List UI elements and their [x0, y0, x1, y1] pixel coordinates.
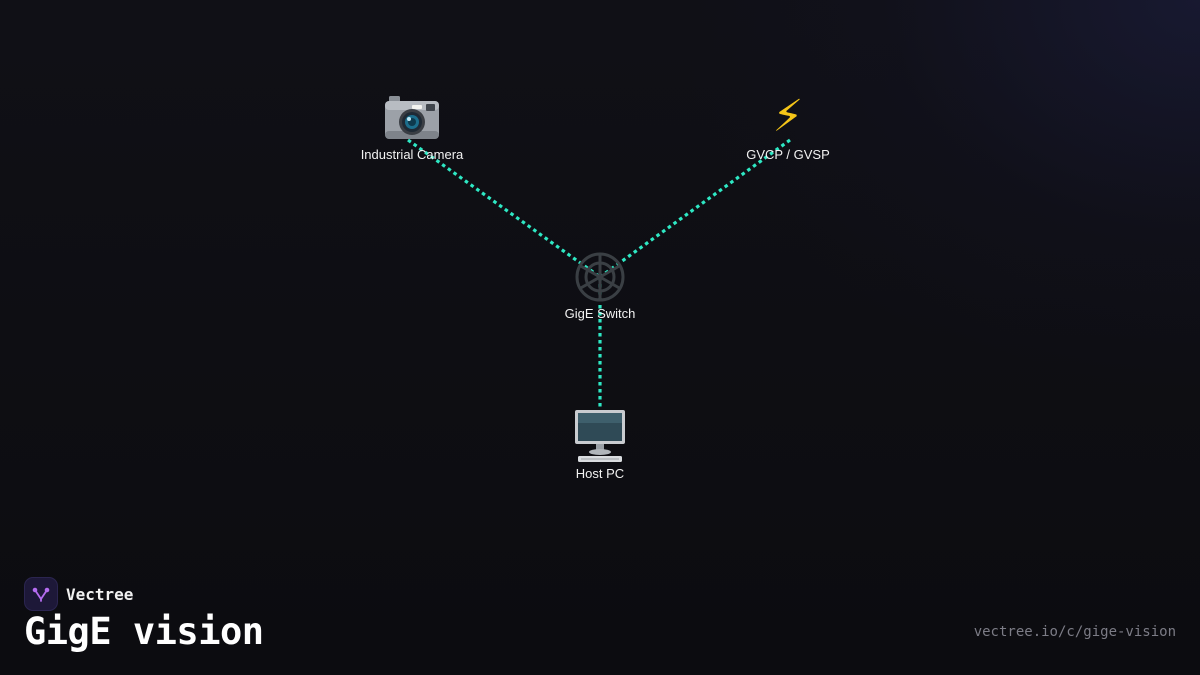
brand: Vectree [24, 577, 133, 611]
node-label: Host PC [575, 466, 625, 481]
node-label: Industrial Camera [360, 147, 464, 162]
brand-name: Vectree [66, 584, 134, 604]
lightning-bolt-icon: ⚡ [772, 91, 804, 142]
desktop-computer-icon [510, 410, 690, 462]
edge-camera-switch [407, 138, 601, 279]
network-switch-icon [510, 250, 690, 302]
page-title: GigE vision [24, 610, 264, 653]
node-industrial-camera[interactable]: Industrial Camera [322, 91, 502, 163]
vectree-logo-icon [24, 577, 58, 611]
node-gvcp-gvsp[interactable]: ⚡ GVCP / GVSP [698, 91, 878, 163]
camera-icon [322, 91, 502, 143]
node-label: GVCP / GVSP [746, 147, 830, 162]
node-host-pc[interactable]: Host PC [510, 410, 690, 482]
node-gige-switch[interactable]: GigE Switch [510, 250, 690, 322]
node-label: GigE Switch [564, 306, 636, 321]
page-url[interactable]: vectree.io/c/gige-vision [973, 624, 1176, 640]
